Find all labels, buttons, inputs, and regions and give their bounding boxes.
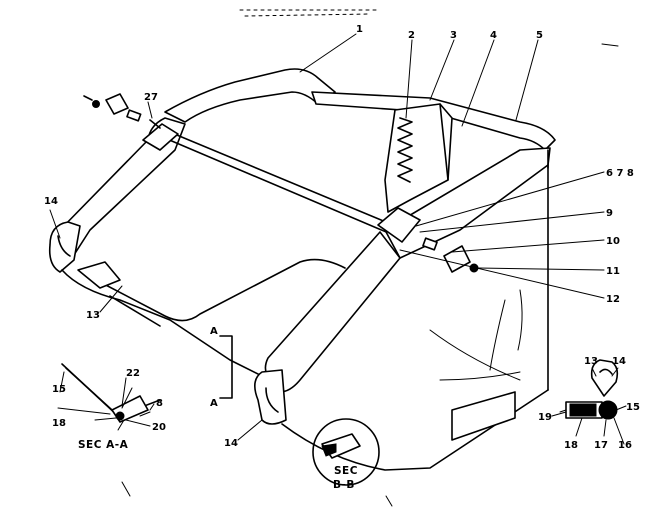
part-label-22: 22 [126,368,140,379]
part-label-16: 16 [618,440,632,451]
part-label-1: 1 [356,24,363,35]
section-title-bb-line1: SEC [334,465,358,477]
part-label-13-left: 13 [86,310,100,321]
part-label-10: 10 [606,236,620,247]
part-label-14-right: 14 [612,356,626,367]
part-label-18-sec-aa: 18 [52,418,66,429]
part-label-14-bottom: 14 [224,438,238,449]
section-marker-a-top: A [210,326,218,337]
scan-smudge [239,9,381,17]
leader-lines [49,33,627,445]
part-label-15-sec-aa: 15 [52,384,66,395]
part-label-15-right: 15 [626,402,640,413]
section-titles: SEC A-A SEC B-B [78,439,358,491]
section-title-aa: SEC A-A [78,439,129,451]
section-title-bb-line2: B-B [333,479,355,491]
part-label-17: 17 [594,440,608,451]
part-label-5: 5 [536,30,543,41]
part-label-9: 9 [606,208,613,219]
section-marker-a-bottom: A [210,398,218,409]
part-label-18-right: 18 [564,440,578,451]
part-label-8-sec-aa: 8 [156,398,163,409]
part-label-6-7-8: 6 7 8 [606,168,634,179]
part-label-4: 4 [490,30,497,41]
part-labels: 1 2 3 4 5 6 7 8 9 10 11 12 27 14 13 14 A… [44,24,640,451]
part-label-27: 27 [144,92,158,103]
part-label-3: 3 [450,30,457,41]
part-label-12: 12 [606,294,620,305]
handle-detail [559,359,619,420]
part-label-2: 2 [408,30,415,41]
part-label-13-right: 13 [584,356,598,367]
section-aa-detail [61,363,161,431]
part-label-14-left: 14 [44,196,58,207]
bag-frame [48,68,556,471]
part-label-19: 19 [538,412,552,423]
section-bb-detail [312,418,380,486]
spring [397,117,413,183]
part-label-20: 20 [152,422,166,433]
part-label-11: 11 [606,266,620,277]
section-aa-marker [219,335,233,399]
hardware-right [422,237,479,273]
hardware-left [83,93,142,122]
